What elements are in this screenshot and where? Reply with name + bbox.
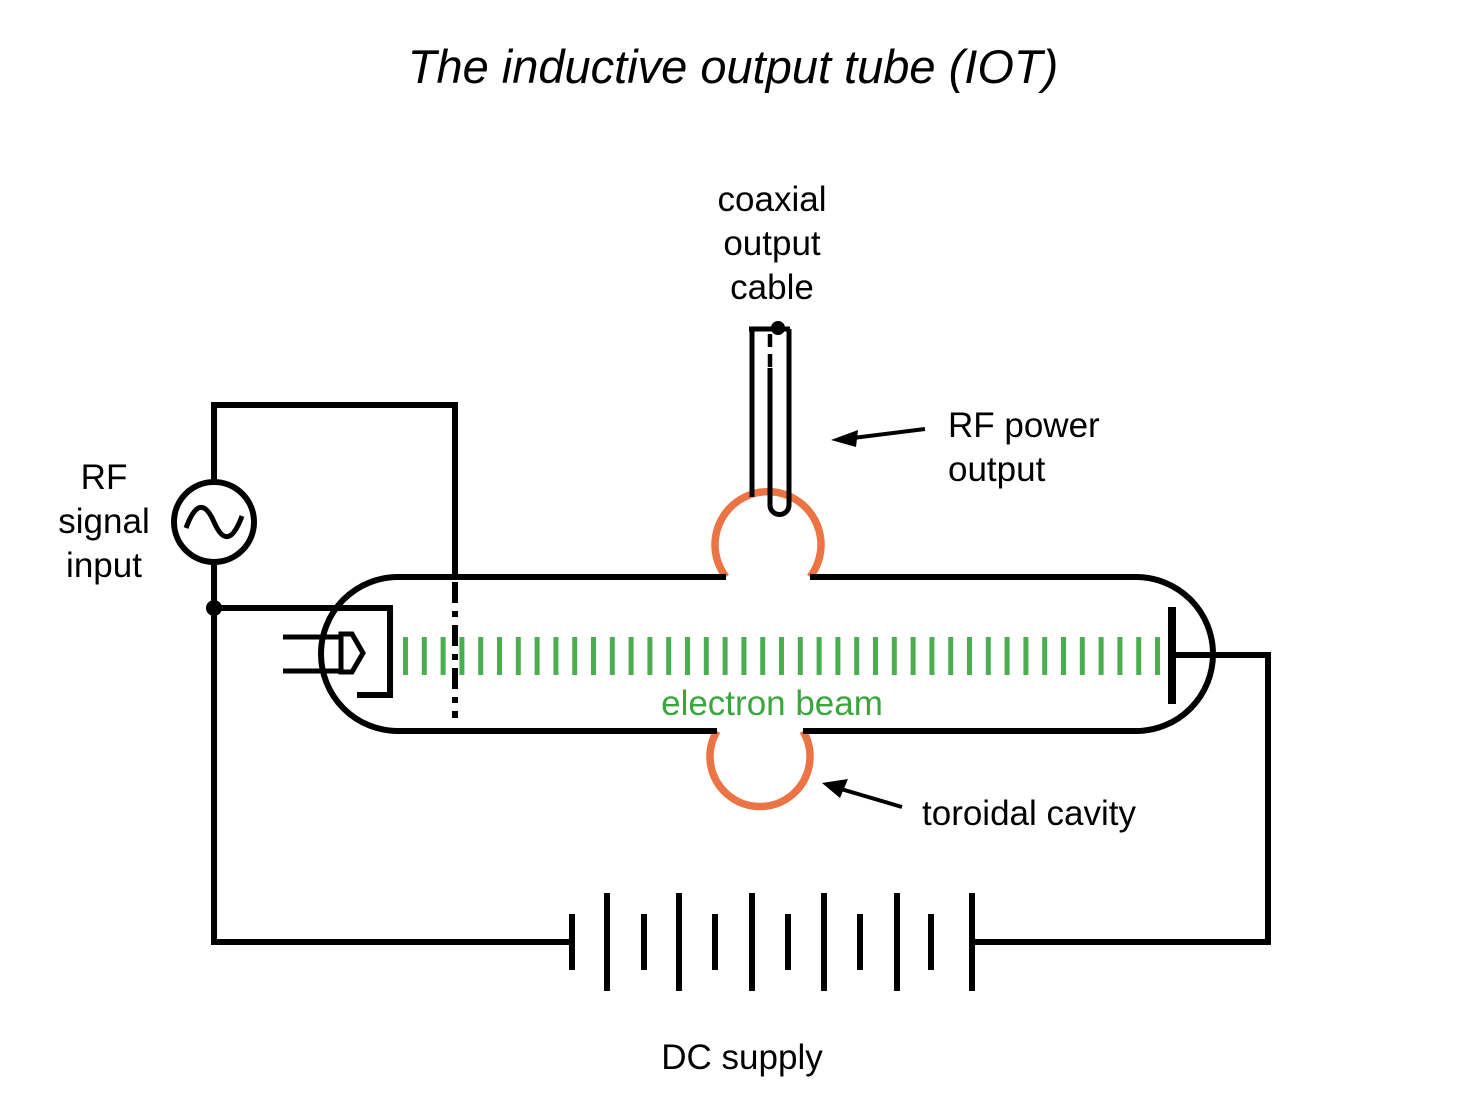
rf-signal-input-label: RF signal input xyxy=(58,458,150,585)
rf-power-arrow-icon xyxy=(831,427,926,447)
ac-source-icon xyxy=(171,479,257,565)
coax-cable-label: coaxial output cable xyxy=(717,180,827,307)
toroidal-cavity-arrow-icon xyxy=(822,779,903,809)
wire-junction-dot xyxy=(206,600,222,616)
toroidal-cavity-label: toroidal cavity xyxy=(922,794,1136,833)
coax-cable-icon xyxy=(749,321,792,517)
rf-power-output-label: RF power output xyxy=(948,406,1100,489)
diagram-title: The inductive output tube (IOT) xyxy=(407,40,1059,93)
battery-icon xyxy=(569,893,975,991)
circuit-wires xyxy=(211,402,1271,945)
cathode-icon xyxy=(338,631,366,675)
electron-beam-dashes xyxy=(403,637,1160,675)
electron-beam-label: electron beam xyxy=(661,684,883,723)
toroidal-cavity-bottom-icon xyxy=(706,729,814,811)
dc-supply-label: DC supply xyxy=(661,1038,823,1077)
